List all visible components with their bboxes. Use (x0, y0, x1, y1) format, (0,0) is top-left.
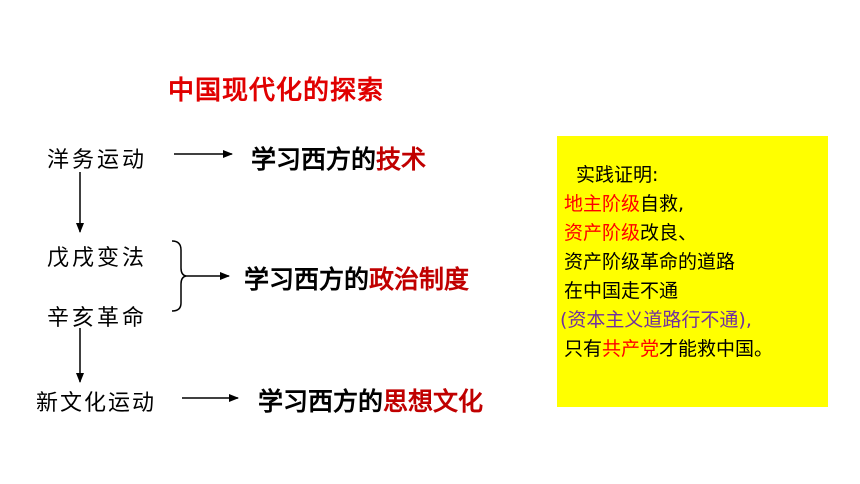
label-xinhai: 辛亥革命 (47, 306, 148, 331)
box-line-7-rest: 才能救中国。 (659, 338, 774, 360)
box-line-2: 地主阶级自救, (564, 191, 684, 218)
result-tech-prefix: 学习西方的 (251, 145, 377, 174)
box-line-3: 资产阶级改良、 (564, 220, 697, 247)
result-culture: 学习西方的思想文化 (258, 382, 483, 418)
result-tech: 学习西方的技术 (251, 140, 426, 176)
diagram-title: 中国现代化的探索 (168, 76, 385, 106)
result-culture-highlight: 思想文化 (383, 387, 484, 416)
label-xinwenhua: 新文化运动 (36, 391, 157, 416)
box-line-4: 资产阶级革命的道路 (564, 251, 736, 273)
box-line-3-red: 资产阶级 (564, 222, 641, 244)
result-politics-highlight: 政治制度 (369, 265, 470, 294)
result-tech-highlight: 技术 (376, 145, 427, 174)
conclusion-box: 实践证明: 地主阶级自救, 资产阶级改良、 资产阶级革命的道路 在中国走不通 (… (557, 136, 828, 407)
box-line-7: 只有共产党才能救中国。 (564, 336, 773, 363)
label-yangwu: 洋务运动 (47, 148, 148, 173)
box-line-3-rest: 改良、 (640, 222, 698, 244)
result-politics: 学习西方的政治制度 (244, 260, 469, 296)
box-line-7-pre: 只有 (564, 338, 603, 360)
box-line-5: 在中国走不通 (564, 280, 679, 302)
box-line-2-rest: 自救, (640, 193, 685, 215)
bracket (171, 240, 187, 312)
result-culture-prefix: 学习西方的 (258, 387, 384, 416)
label-wuxu: 戊戌变法 (47, 246, 148, 271)
box-line-2-red: 地主阶级 (564, 193, 641, 215)
result-politics-prefix: 学习西方的 (244, 265, 370, 294)
box-line-1: 实践证明: (576, 164, 659, 186)
box-line-7-red: 共产党 (602, 338, 660, 360)
box-line-6: (资本主义道路行不通), (560, 309, 752, 331)
